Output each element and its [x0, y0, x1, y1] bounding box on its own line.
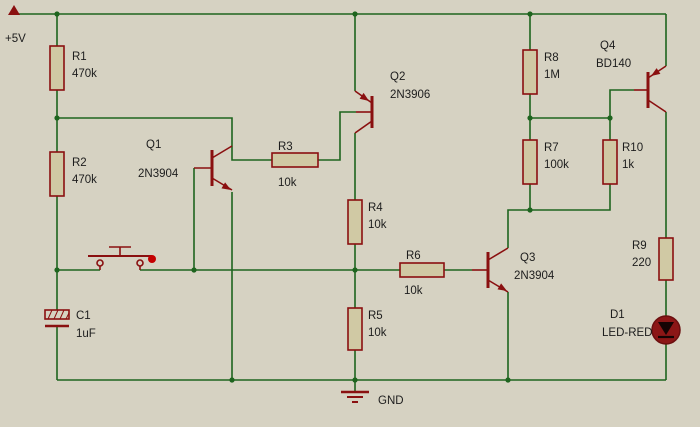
push-button[interactable]	[88, 246, 156, 270]
capacitor-c1[interactable]	[44, 309, 70, 328]
r5-value-label: 10k	[368, 327, 387, 339]
q1-value-label: 2N3904	[138, 168, 179, 180]
q1-ref-label: Q1	[146, 139, 161, 151]
resistor-r2[interactable]	[49, 151, 65, 197]
ground-symbol[interactable]	[341, 390, 369, 403]
r1-ref-label: R1	[72, 51, 87, 63]
r2-value-label: 470k	[72, 174, 97, 186]
junction-dots	[54, 11, 613, 383]
resistor-r5[interactable]	[347, 307, 363, 351]
r4-value-label: 10k	[368, 219, 387, 231]
resistor-r6[interactable]	[399, 262, 445, 278]
resistor-r1[interactable]	[49, 45, 65, 91]
r7-ref-label: R7	[544, 142, 559, 154]
button-state-indicator	[148, 255, 156, 263]
power-arrow-icon	[8, 5, 20, 15]
resistor-r4[interactable]	[347, 199, 363, 245]
q3-emitter-arrow-icon	[497, 283, 507, 291]
q4-emitter-arrow-icon	[651, 68, 661, 76]
wire-segments	[14, 13, 667, 392]
r5-ref-label: R5	[368, 310, 383, 322]
r7-value-label: 100k	[544, 159, 569, 171]
r10-value-label: 1k	[622, 159, 634, 171]
transistor-q1[interactable]	[194, 145, 233, 191]
q4-value-label: BD140	[596, 58, 631, 70]
transistor-q2[interactable]	[354, 90, 374, 134]
ground-net-label: GND	[378, 395, 404, 407]
resistor-r3[interactable]	[271, 152, 319, 168]
q2-emitter-arrow-icon	[359, 92, 369, 101]
r2-ref-label: R2	[72, 157, 87, 169]
power-net-label: +5V	[5, 33, 26, 45]
q2-value-label: 2N3906	[390, 89, 430, 101]
r8-value-label: 1M	[544, 69, 560, 81]
q3-ref-label: Q3	[520, 252, 535, 264]
component-labels: R1 470k R2 470k R3 10k R4 10k R5 10k R6 …	[72, 40, 652, 340]
r4-ref-label: R4	[368, 202, 383, 214]
r9-ref-label: R9	[632, 240, 647, 252]
q1-emitter-arrow-icon	[221, 182, 231, 190]
transistor-q3[interactable]	[472, 247, 509, 293]
resistor-r10[interactable]	[602, 139, 618, 185]
resistor-r8[interactable]	[522, 49, 538, 95]
resistor-r9[interactable]	[658, 237, 674, 281]
q4-ref-label: Q4	[600, 40, 616, 52]
r6-value-label: 10k	[404, 285, 423, 297]
r9-value-label: 220	[632, 257, 651, 269]
r10-ref-label: R10	[622, 142, 643, 154]
r8-ref-label: R8	[544, 52, 559, 64]
transistor-q4[interactable]	[634, 65, 667, 113]
led-d1[interactable]	[651, 315, 681, 345]
power-flag-5v[interactable]	[8, 5, 20, 15]
q2-ref-label: Q2	[390, 71, 405, 83]
c1-value-label: 1uF	[76, 328, 96, 340]
c1-ref-label: C1	[76, 310, 91, 322]
r3-value-label: 10k	[278, 177, 297, 189]
led-anode-triangle-icon	[658, 322, 674, 335]
r6-ref-label: R6	[406, 250, 421, 262]
r3-ref-label: R3	[278, 141, 293, 153]
resistor-r7[interactable]	[522, 139, 538, 185]
d1-ref-label: D1	[610, 309, 625, 321]
d1-value-label: LED-RED	[602, 327, 652, 339]
q3-value-label: 2N3904	[514, 270, 555, 282]
r1-value-label: 470k	[72, 68, 97, 80]
